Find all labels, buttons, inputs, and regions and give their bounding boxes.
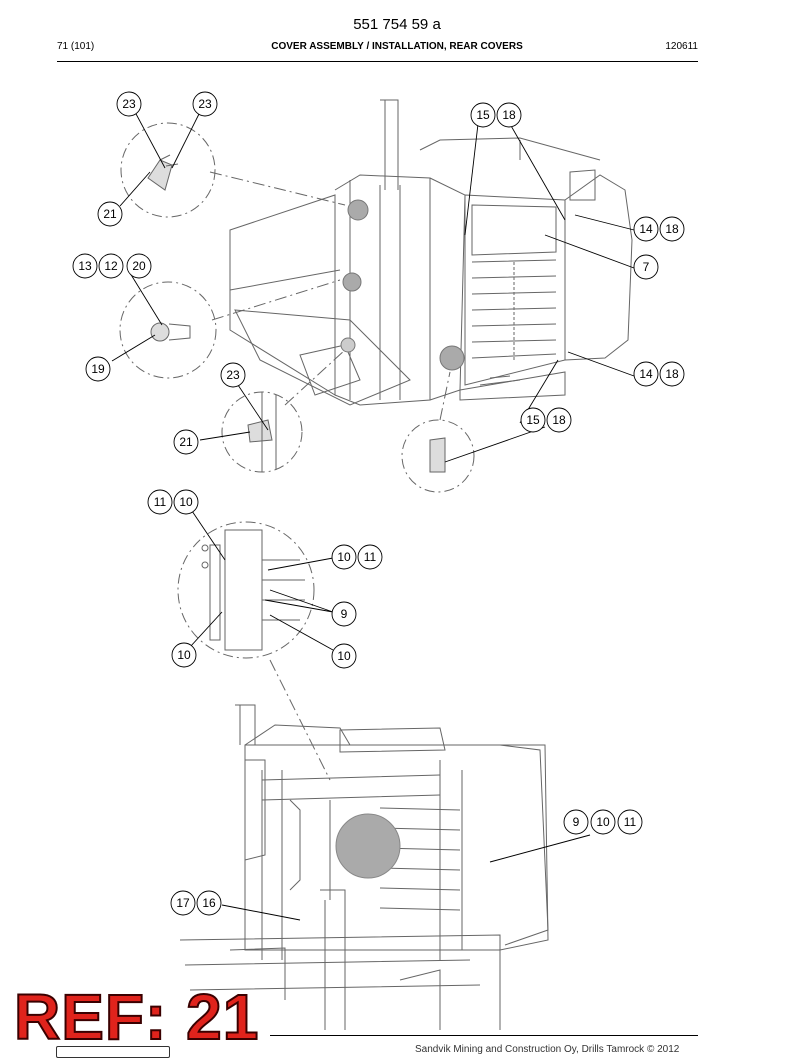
header-rule [57,61,698,62]
svg-text:14: 14 [639,367,653,381]
svg-text:12: 12 [104,259,118,273]
svg-text:10: 10 [179,495,193,509]
ref-stamp: REF: 21 [13,981,260,1053]
svg-text:21: 21 [179,435,193,449]
svg-text:23: 23 [122,97,136,111]
callout-15-b: 15 [520,407,546,433]
svg-text:9: 9 [573,815,580,829]
callout-20: 20 [126,253,152,279]
footer-rule [270,1035,698,1036]
callout-10-e: 10 [590,809,616,835]
callout-11-c: 11 [617,809,643,835]
callout-15-a: 15 [470,102,496,128]
callout-12: 12 [98,253,124,279]
document-number: 551 754 59 a [353,16,441,33]
callout-13: 13 [72,253,98,279]
callout-23-c: 23 [220,362,246,388]
svg-text:16: 16 [202,896,216,910]
callout-16: 16 [196,890,222,916]
callout-9-a: 9 [331,601,357,627]
svg-text:18: 18 [665,222,679,236]
lower-machine-assembly [179,704,549,1030]
svg-text:10: 10 [596,815,610,829]
svg-text:23: 23 [226,368,240,382]
page-indicator: 71 (101) [57,41,95,52]
callout-10-d: 10 [331,643,357,669]
callout-17: 17 [170,890,196,916]
svg-text:11: 11 [154,495,167,509]
detail-circle-lower-right [401,419,475,493]
detail-circle-lower-left [221,391,303,473]
detail-circle-middle [177,521,315,659]
callout-19: 19 [85,356,111,382]
svg-text:17: 17 [176,896,190,910]
callout-11-b: 11 [357,544,383,570]
callout-18-a: 18 [496,102,522,128]
footer-copyright: Sandvik Mining and Construction Oy, Dril… [415,1044,680,1055]
callout-9-b: 9 [563,809,589,835]
detail-circle-mid-left [119,281,217,379]
svg-text:14: 14 [639,222,653,236]
callout-7: 7 [633,254,659,280]
callout-10-c: 10 [171,642,197,668]
callout-14-a: 14 [633,216,659,242]
svg-text:10: 10 [337,550,351,564]
svg-text:10: 10 [177,648,191,662]
callout-23-a: 23 [116,91,142,117]
upper-machine-assembly [229,99,633,406]
callout-10-b: 10 [331,544,357,570]
callout-14-b: 14 [633,361,659,387]
date-code: 120611 [665,41,698,52]
callout-18-d: 18 [546,407,572,433]
callout-21-b: 21 [173,429,199,455]
callout-23-b: 23 [192,91,218,117]
svg-text:20: 20 [132,259,146,273]
svg-text:19: 19 [91,362,105,376]
svg-text:15: 15 [526,413,540,427]
callout-11-a: 11 [147,489,173,515]
svg-text:23: 23 [198,97,212,111]
detail-circle-upper-left [120,122,216,218]
svg-text:15: 15 [476,108,490,122]
callout-18-b: 18 [659,216,685,242]
svg-text:18: 18 [552,413,566,427]
callout-10-a: 10 [173,489,199,515]
callout-21-a: 21 [97,201,123,227]
svg-text:18: 18 [502,108,516,122]
svg-text:11: 11 [624,815,637,829]
callout-18-c: 18 [659,361,685,387]
svg-text:13: 13 [78,259,92,273]
svg-text:21: 21 [103,207,117,221]
svg-text:7: 7 [643,260,650,274]
svg-text:9: 9 [341,607,348,621]
page-title: COVER ASSEMBLY / INSTALLATION, REAR COVE… [271,41,523,52]
svg-text:18: 18 [665,367,679,381]
svg-text:10: 10 [337,649,351,663]
svg-text:11: 11 [364,550,377,564]
